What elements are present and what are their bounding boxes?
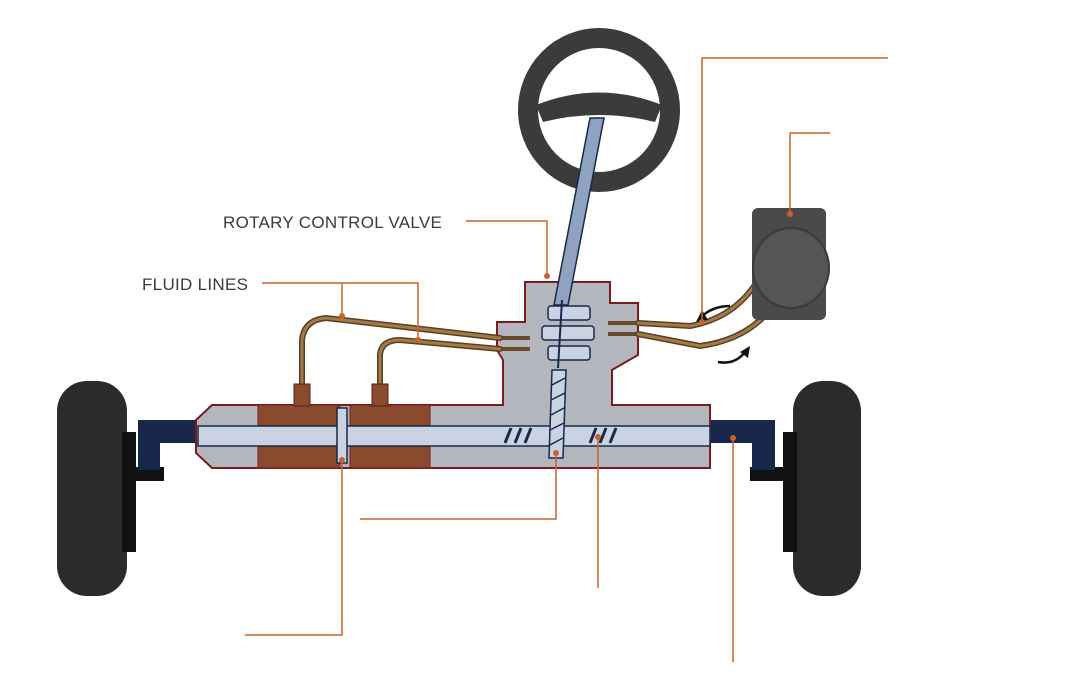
leader-fluid-lines [262,282,419,340]
steering-column [553,117,605,306]
left-wheel [57,381,196,596]
right-tie-rod [710,420,775,470]
leader-pump [701,57,888,322]
right-spindle [750,467,788,481]
right-wheel-hub [783,432,797,552]
leader-pinion [360,455,557,520]
left-spindle [130,467,164,481]
label-rotary-control-valve: ROTARY CONTROL VALVE [223,213,442,232]
power-steering-pump [752,208,830,320]
rack-teeth [503,427,618,444]
valve-ports [500,321,638,351]
fitting-right [371,383,389,407]
leader-rotary-valve [466,220,548,276]
right-tire [793,381,861,596]
leader-piston [245,460,343,636]
fitting-left [293,383,311,407]
left-wheel-hub [122,432,136,552]
steering-wheel [518,28,680,192]
rotary-valve [541,299,595,369]
rack-bar [197,425,711,447]
right-wheel [710,381,861,596]
left-tie-rod [138,420,196,470]
leader-lines [245,57,888,662]
pinion [548,369,567,459]
left-tire [57,381,127,596]
piston [336,407,348,464]
flow-arrow-supply [717,346,750,364]
label-fluid-lines: FLUID LINES [142,275,248,294]
leader-reservoir [789,132,830,214]
leader-dots [339,211,793,463]
